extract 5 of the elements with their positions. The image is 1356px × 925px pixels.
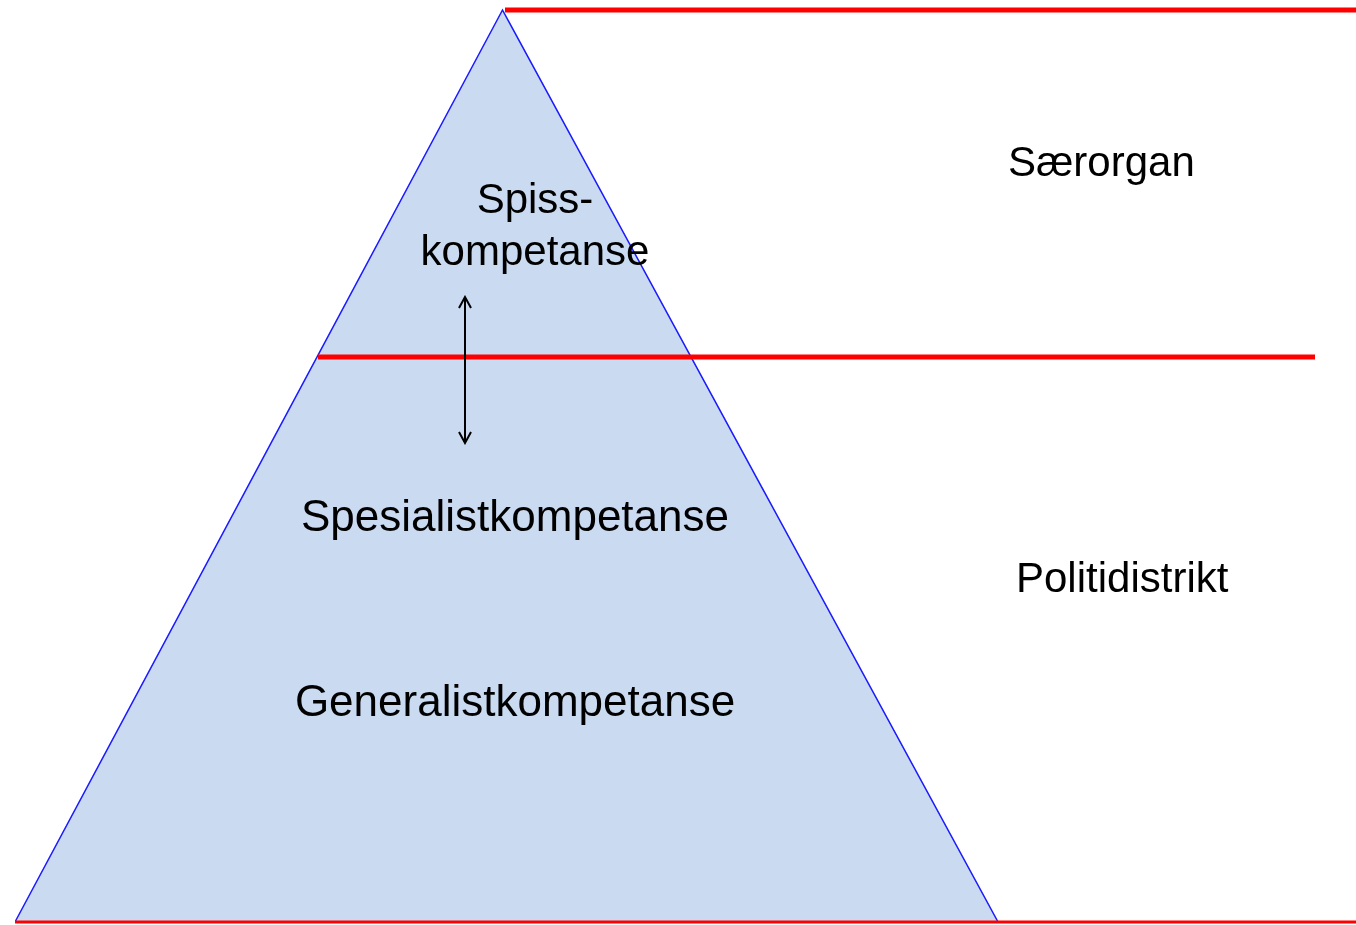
double-arrow <box>458 296 472 444</box>
level-label: Særorgan <box>1008 137 1195 187</box>
level-label: Spesialistkompetanse <box>300 490 730 542</box>
level-label: Politidistrikt <box>1016 553 1229 603</box>
level-label: Generalistkompetanse <box>293 675 737 727</box>
